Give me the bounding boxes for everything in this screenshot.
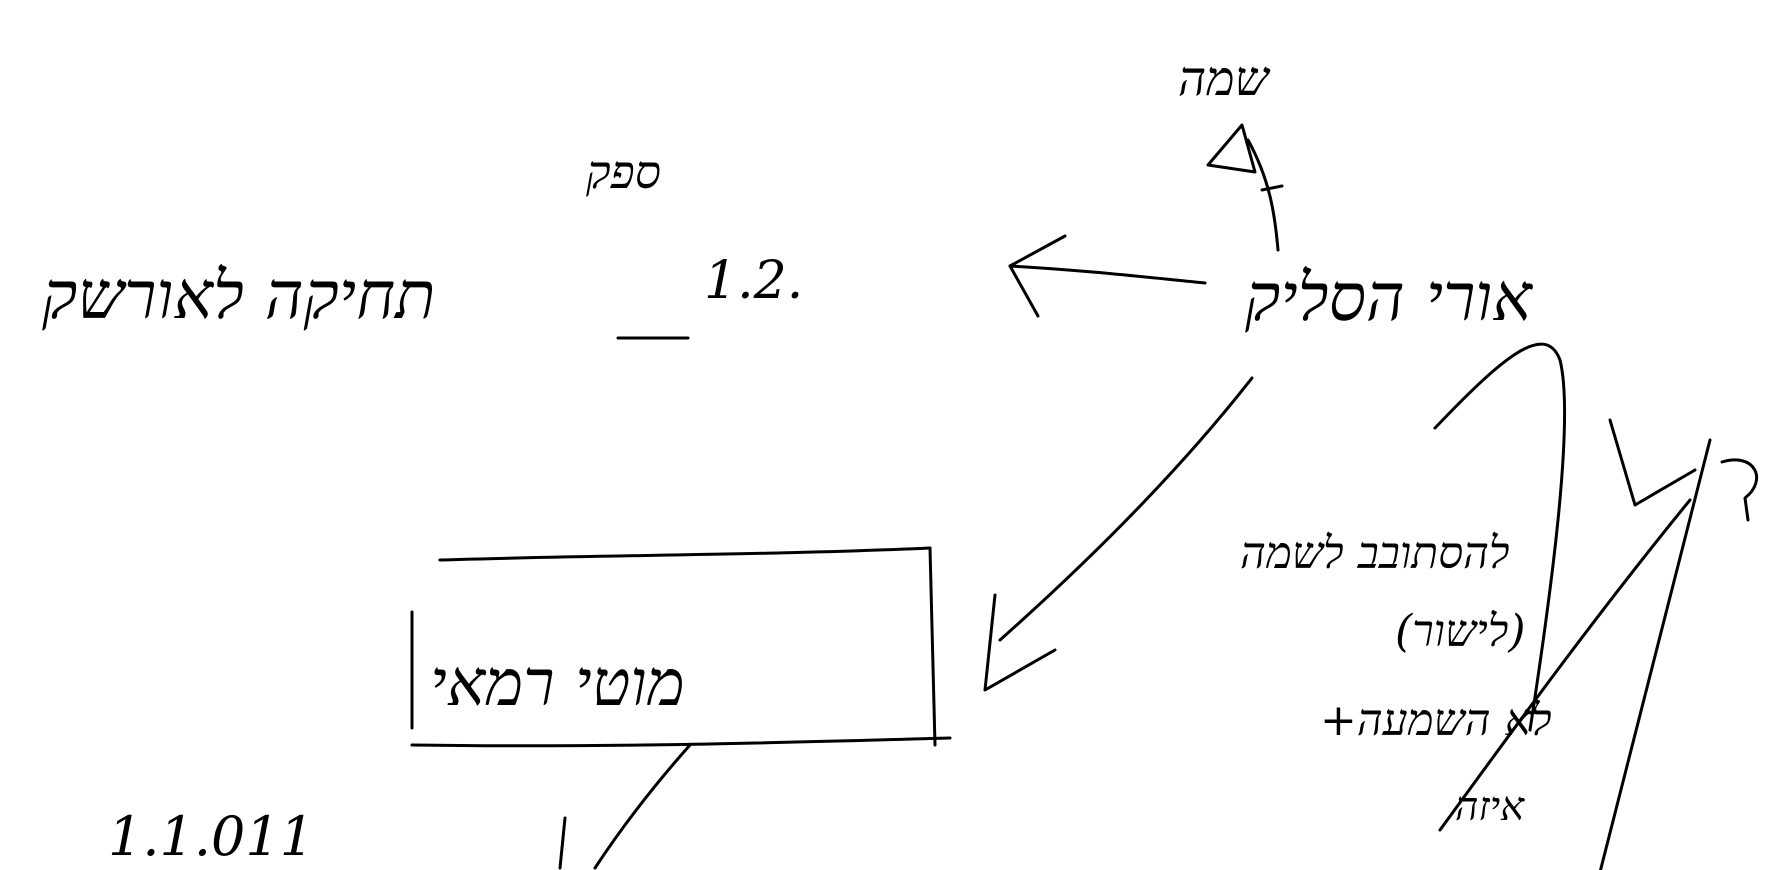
strike-curve <box>1433 342 1567 732</box>
right-block-line1: להסתובב לשמה <box>1240 528 1509 579</box>
right-block-line2: (לישור) <box>1395 606 1526 657</box>
bottom-left-number: 1.1.011 <box>108 805 314 868</box>
right-label: אורי הסליק <box>1245 259 1533 336</box>
right-block-line4: איזה <box>1455 784 1525 830</box>
letter-d-right <box>1720 458 1758 522</box>
arrowhead-top <box>1206 123 1257 174</box>
arrowhead-left <box>1008 234 1067 318</box>
left-label-sup: ספק <box>586 145 661 199</box>
left-label: תחיקה לאורשק <box>42 257 435 334</box>
left-number: 1.2. <box>704 251 803 311</box>
tick-below-box <box>558 816 567 870</box>
top-label: שמה <box>1178 51 1271 107</box>
arrowhead-top-tick <box>1260 184 1284 192</box>
arrowhead-box <box>983 593 1057 692</box>
arrow-to-box <box>998 376 1254 642</box>
strike-v <box>1608 418 1697 507</box>
box-top <box>438 546 932 562</box>
arrow-left-to-number <box>1008 264 1207 285</box>
strike-diagonal <box>1438 498 1692 832</box>
line-from-box <box>593 743 692 870</box>
arrow-up-to-top-label <box>1246 138 1280 252</box>
strike-long <box>1598 438 1712 870</box>
box-bottom <box>410 736 952 748</box>
right-block-line3: +לא השמעה <box>1320 695 1552 746</box>
box-right <box>928 546 937 747</box>
box-label: מוטי רמאי <box>430 647 685 721</box>
